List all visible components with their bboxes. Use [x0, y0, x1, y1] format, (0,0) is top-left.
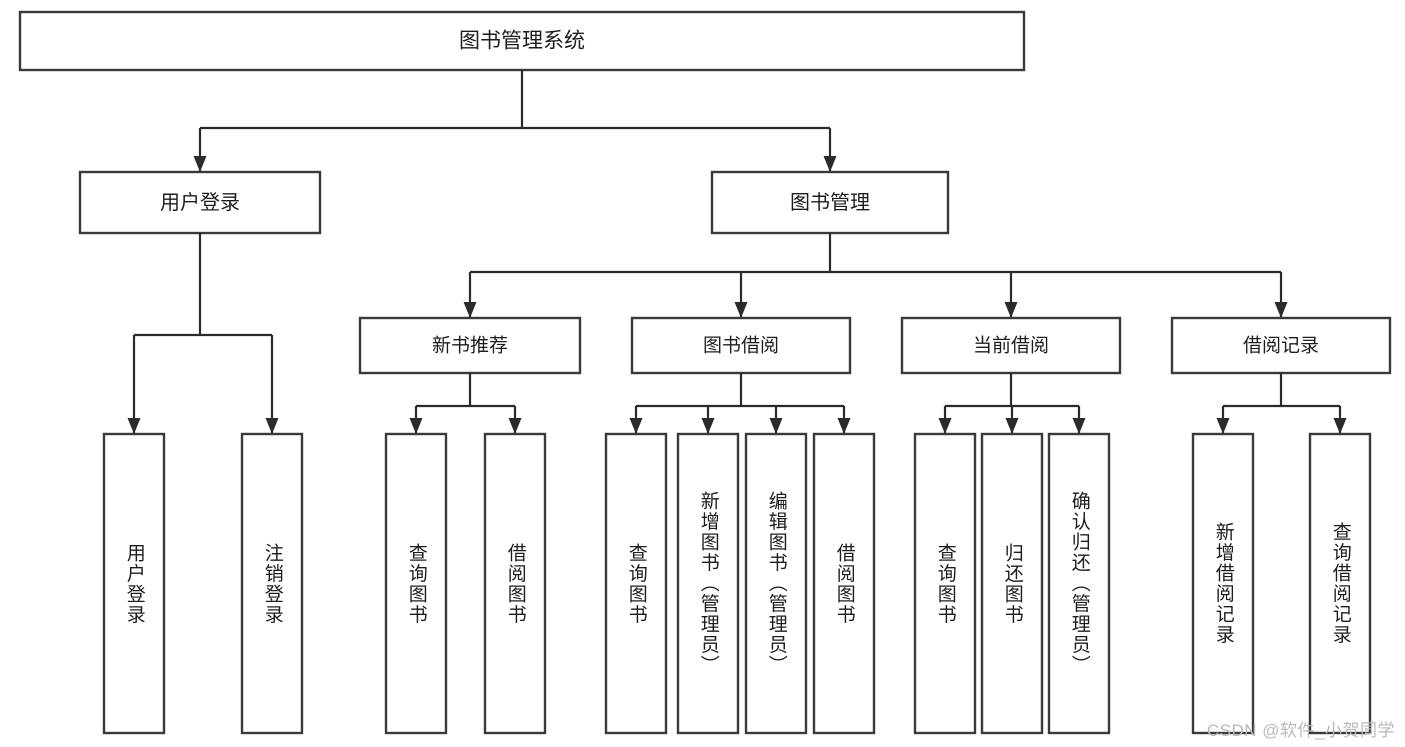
node-box-book-borrow[interactable] [630, 316, 852, 375]
node-box-cb-query-book[interactable] [913, 432, 977, 735]
node-label-root: 图书管理系统 [459, 30, 585, 53]
connector-arrowhead [823, 156, 837, 172]
node-box-cb-confirm-return[interactable] [1047, 432, 1111, 735]
connector-arrowhead [1072, 418, 1086, 434]
node-box-current-borrow[interactable] [900, 316, 1122, 375]
connector-arrowhead [1274, 302, 1288, 318]
node-box-user-logout[interactable] [240, 432, 304, 735]
connector-arrowhead [193, 156, 207, 172]
node-label-current-borrow: 当前借阅 [973, 335, 1049, 357]
connector-arrowhead [734, 302, 748, 318]
node-label-book-borrow: 图书借阅 [703, 335, 779, 357]
connector-arrowhead [127, 418, 141, 434]
node-box-borrow-record[interactable] [1170, 316, 1392, 375]
csdn-watermark: CSDN @软件_小贺同学 [1206, 721, 1395, 740]
connector-arrowhead [938, 418, 952, 434]
connector-arrowhead [769, 418, 783, 434]
node-label-book-manage: 图书管理 [790, 191, 870, 214]
node-box-root[interactable] [18, 10, 1026, 72]
connector-arrowhead [1004, 302, 1018, 318]
connector-arrowhead [508, 418, 522, 434]
node-box-nbr-query-book[interactable] [384, 432, 448, 735]
node-box-user-login-do[interactable] [102, 432, 166, 735]
node-box-br-add-record[interactable] [1191, 432, 1255, 735]
connector-arrowhead [1333, 418, 1347, 434]
connector-arrowhead [701, 418, 715, 434]
connector-arrowhead [1216, 418, 1230, 434]
node-box-book-manage[interactable] [710, 170, 950, 235]
connector-arrowhead [629, 418, 643, 434]
node-box-bb-query-book[interactable] [604, 432, 668, 735]
node-label-user-login: 用户登录 [160, 191, 240, 214]
connector-arrowhead [409, 418, 423, 434]
node-box-br-query-record[interactable] [1308, 432, 1372, 735]
connector-arrowhead [1005, 418, 1019, 434]
node-box-bb-add-book[interactable] [676, 432, 740, 735]
node-box-bb-borrow-book[interactable] [812, 432, 876, 735]
node-box-cb-return-book[interactable] [980, 432, 1044, 735]
node-label-borrow-record: 借阅记录 [1243, 335, 1319, 357]
node-box-bb-edit-book[interactable] [744, 432, 808, 735]
connector-arrowhead [463, 302, 477, 318]
node-label-new-book-recommend: 新书推荐 [432, 335, 508, 357]
connector-arrowhead [837, 418, 851, 434]
connector-arrowhead [265, 418, 279, 434]
node-box-new-book-recommend[interactable] [358, 316, 582, 375]
node-box-nbr-borrow-book[interactable] [483, 432, 547, 735]
